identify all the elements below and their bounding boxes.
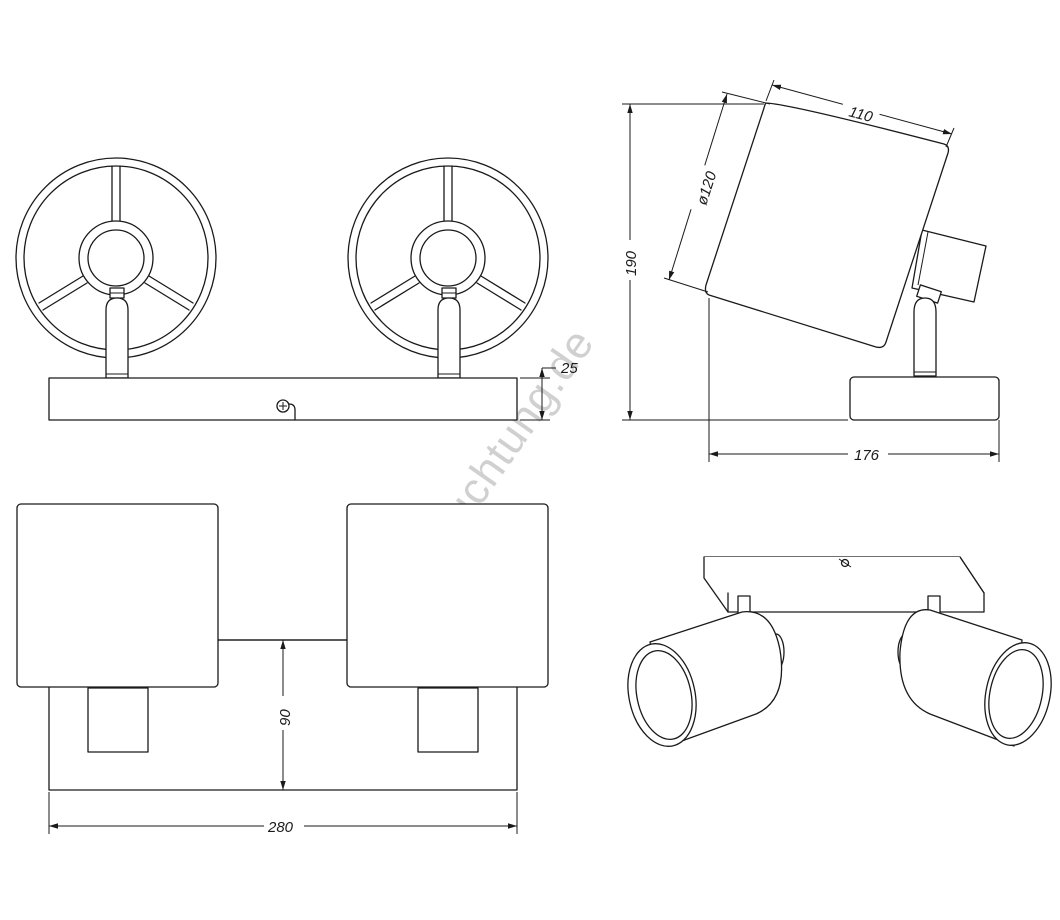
top-shade-right	[346, 503, 549, 688]
side-motor-housing	[911, 229, 987, 303]
persp-spot-right	[897, 609, 1052, 747]
cable-entry-icon	[276, 399, 296, 421]
front-stem-left	[105, 287, 129, 379]
dim-spacing: 90	[272, 640, 294, 790]
side-view: 190 110 ø120 176	[620, 79, 1000, 464]
side-shade	[704, 102, 950, 349]
svg-text:176: 176	[854, 447, 880, 464]
persp-spot-left	[627, 611, 785, 747]
dim-width: 280	[48, 792, 518, 836]
perspective-view	[627, 556, 1052, 747]
svg-text:190: 190	[623, 250, 640, 276]
top-view: 90 280	[16, 503, 549, 836]
front-stem-right	[437, 287, 461, 379]
persp-screw-icon	[840, 558, 850, 568]
front-base-plate	[48, 377, 518, 421]
svg-text:90: 90	[277, 709, 294, 726]
top-stem-right	[417, 687, 479, 753]
dim-shade-length: 110	[765, 79, 955, 148]
top-shade-left	[16, 503, 219, 688]
svg-text:280: 280	[267, 819, 294, 836]
side-base	[849, 376, 1000, 421]
dim-base-height: 25	[520, 360, 578, 421]
front-view: 25	[15, 157, 578, 421]
svg-text:25: 25	[560, 360, 578, 377]
dim-depth: 176	[708, 298, 1000, 464]
svg-text:110: 110	[847, 103, 875, 126]
side-stem	[913, 284, 942, 377]
persp-base-front	[703, 556, 985, 613]
top-stem-left	[87, 687, 149, 753]
